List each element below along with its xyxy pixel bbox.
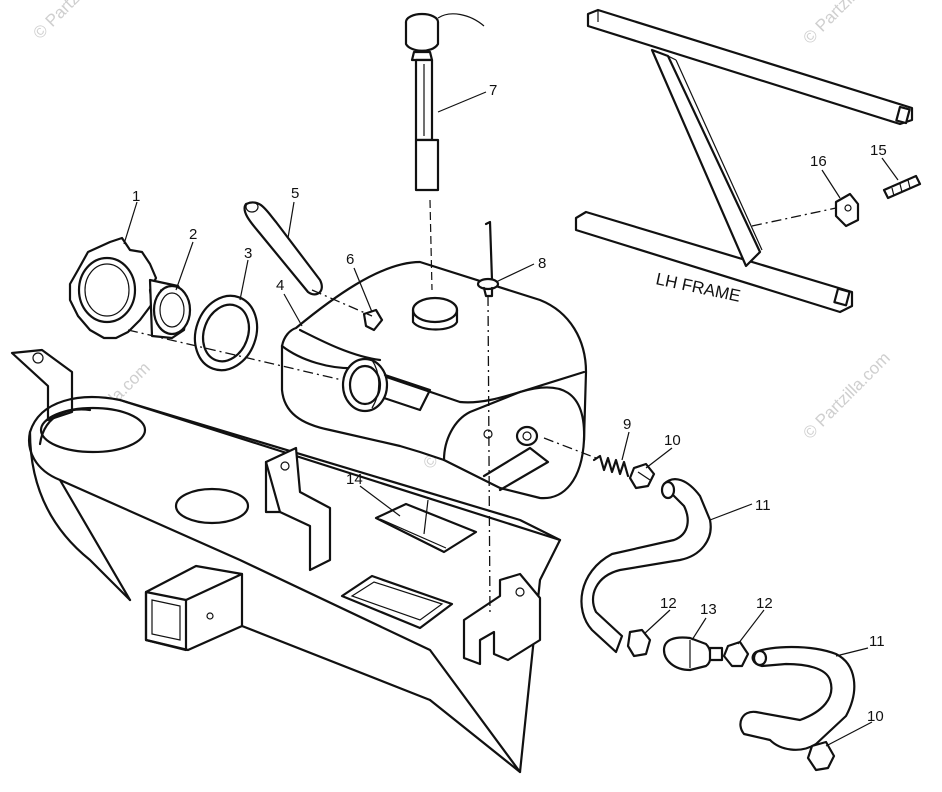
fuel-tank: [280, 260, 588, 500]
seal-3: [193, 294, 259, 372]
callout-16: 16: [810, 153, 827, 170]
alignment-lines: [127, 207, 837, 617]
callout-14: 14: [346, 471, 363, 488]
gasket-2: [152, 284, 192, 336]
bracket-16: [834, 192, 860, 228]
callout-2: 2: [189, 226, 197, 243]
callout-9: 9: [623, 416, 631, 433]
decal-14: [374, 502, 478, 554]
callout-10-bottom: 10: [867, 708, 884, 725]
callout-10-top: 10: [664, 432, 681, 449]
watermark-top-left: © Partzilla.com: [29, 0, 123, 43]
callout-5: 5: [291, 185, 299, 202]
watermark-right: © Partzilla.com: [799, 348, 893, 442]
callout-6: 6: [346, 251, 354, 268]
callout-3: 3: [244, 245, 252, 262]
callout-12-left: 12: [660, 595, 677, 612]
chassis-frame: [10, 348, 562, 774]
grommet-8: [476, 220, 500, 298]
fuel-line-assembly: [580, 454, 856, 772]
callout-13: 13: [700, 601, 717, 618]
lh-frame: [574, 8, 914, 314]
callout-8: 8: [538, 255, 546, 272]
callout-7: 7: [489, 82, 497, 99]
bolt-15: [882, 174, 922, 200]
callout-11-top: 11: [755, 497, 771, 514]
leader-lines: [123, 91, 899, 747]
watermark-top-right: © Partzilla.com: [799, 0, 893, 48]
callout-1: 1: [132, 188, 140, 205]
callout-12-right: 12: [756, 595, 773, 612]
callout-4: 4: [276, 277, 284, 294]
callout-15: 15: [870, 142, 887, 159]
callout-11-bottom: 11: [869, 633, 885, 650]
fuel-gauge-7: [404, 12, 485, 291]
callouts: 1 2 3 4 5 6 7 8 9 10 11 14 12 13 12 11 1…: [132, 82, 887, 725]
